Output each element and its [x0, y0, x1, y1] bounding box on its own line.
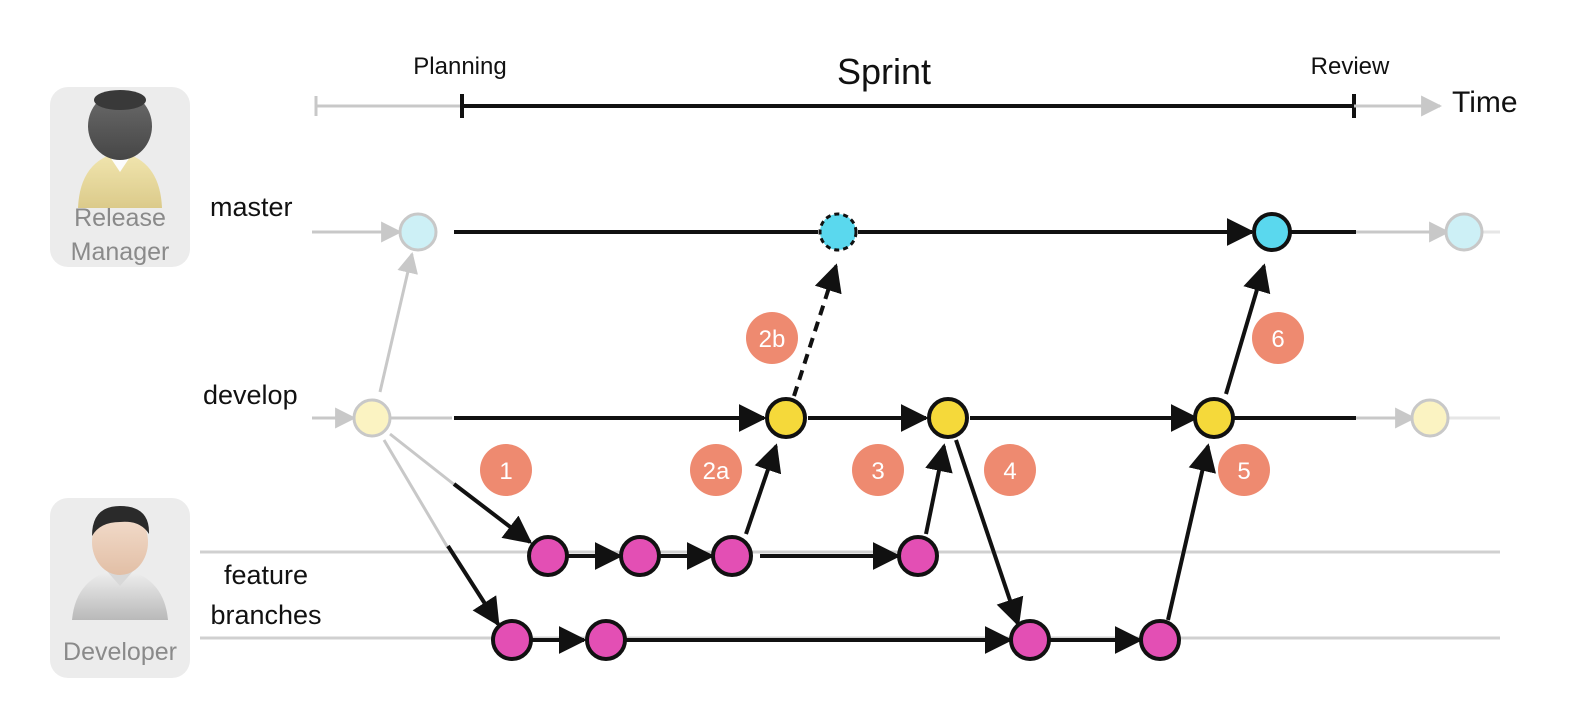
feature2-branch-faded — [382, 439, 450, 549]
release-2b-dashed-arrow — [792, 263, 842, 397]
develop-branch-label: develop — [203, 380, 298, 410]
feature1-commit — [711, 535, 753, 577]
developer-card: Developer — [50, 498, 190, 678]
timeline: Planning Sprint Review Time — [314, 51, 1518, 119]
master-commit-initial-faded — [398, 212, 438, 252]
feature2-commit — [585, 619, 627, 661]
branch-lanes — [200, 221, 1500, 640]
master-commit-2b-release — [818, 212, 858, 252]
release-6-arrow — [1224, 263, 1271, 395]
sprint-connections — [446, 218, 1356, 654]
developer-avatar-icon — [72, 506, 168, 620]
pull-4-arrow — [954, 439, 1024, 627]
feature1-branch-arrow — [452, 482, 533, 544]
feature1-commit — [619, 535, 661, 577]
time-label: Time — [1452, 86, 1518, 119]
release-manager-label-line2: Manager — [71, 238, 170, 266]
feature2-commit — [1009, 619, 1051, 661]
commit-nodes — [352, 212, 1484, 661]
master-commit-6-release — [1252, 212, 1292, 252]
release-manager-label-line1: Release — [74, 204, 166, 232]
develop-commit-5 — [1193, 397, 1235, 439]
develop-commit-2a — [765, 397, 807, 439]
step-badge-2b: 2b — [746, 312, 798, 364]
sprint-label: Sprint — [837, 51, 931, 92]
step-badge-2b-text: 2b — [759, 326, 786, 353]
step-badge-1: 1 — [480, 444, 532, 496]
step-badge-3: 3 — [852, 444, 904, 496]
step-badge-4: 4 — [984, 444, 1036, 496]
merge-5-arrow — [1166, 443, 1216, 621]
step-badge-5-text: 5 — [1237, 458, 1250, 485]
develop-commit-initial-faded — [352, 398, 392, 438]
step-badge-6-text: 6 — [1271, 326, 1284, 353]
feature2-commit — [491, 619, 533, 661]
develop-commit-3 — [927, 397, 969, 439]
step-badge-1-text: 1 — [499, 458, 512, 485]
review-label: Review — [1311, 53, 1390, 80]
step-badge-2a: 2a — [690, 444, 742, 496]
faded-connections — [378, 251, 457, 549]
master-branch-label: master — [210, 192, 293, 222]
developer-label: Developer — [63, 638, 177, 666]
release-manager-card: Release Manager — [50, 87, 190, 267]
feature1-branch-faded — [389, 432, 457, 488]
release-manager-avatar-icon — [78, 90, 162, 208]
planning-label: Planning — [413, 53, 506, 80]
step-badge-6: 6 — [1252, 312, 1304, 364]
develop-to-master-faded-arrow — [378, 251, 418, 393]
develop-commit-next-faded — [1410, 398, 1450, 438]
step-badge-5: 5 — [1218, 444, 1270, 496]
step-badges: 1 2a 2b 3 4 5 6 — [480, 312, 1304, 496]
step-badge-2a-text: 2a — [703, 458, 730, 485]
feature2-commit — [1139, 619, 1181, 661]
merge-3-arrow — [924, 443, 953, 535]
merge-2a-arrow — [744, 443, 782, 535]
feature1-commit — [527, 535, 569, 577]
step-badge-3-text: 3 — [871, 458, 884, 485]
feature-branches-label-line2: branches — [210, 600, 321, 630]
step-badge-4-text: 4 — [1003, 458, 1016, 485]
feature-branches-label-line1: feature — [224, 560, 308, 590]
master-commit-next-faded — [1444, 212, 1484, 252]
feature1-commit — [897, 535, 939, 577]
feature2-branch-arrow — [446, 544, 500, 627]
